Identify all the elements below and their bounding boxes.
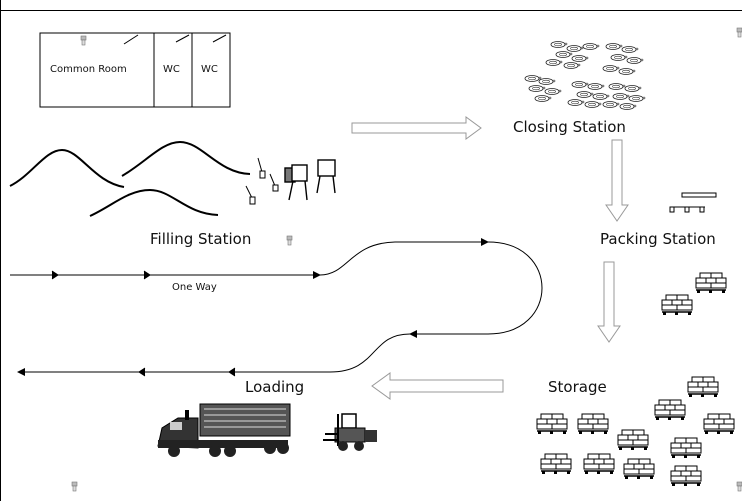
storage-label: Storage [548, 378, 607, 396]
flow-arrow-to-closing [351, 116, 482, 140]
shovels-icon [245, 157, 279, 205]
common-room-block [39, 32, 231, 108]
cans-icon [524, 41, 646, 110]
flow-arrow-to-packing [605, 139, 629, 222]
one-way-label: One Way [172, 282, 217, 293]
pallet-icon [695, 272, 727, 294]
wc-label: WC [163, 64, 180, 75]
light-bulb-icon [736, 481, 742, 492]
packing-station-label: Packing Station [600, 230, 716, 248]
closing-station-label: Closing Station [513, 118, 626, 136]
light-bulb-icon [736, 27, 742, 38]
common-room-label: Common Room [50, 64, 127, 75]
flow-arrow-to-loading [371, 372, 504, 400]
loading-label: Loading [245, 378, 305, 396]
wc-label: WC [201, 64, 218, 75]
packing-pallet-icon [669, 192, 717, 213]
light-bulb-icon [286, 235, 293, 246]
flow-arrow-to-storage [597, 261, 621, 343]
pallet-icon [661, 294, 693, 316]
filling-stand-icon [316, 159, 336, 194]
light-bulb-icon [80, 35, 87, 46]
filling-piles [9, 140, 251, 217]
light-bulb-icon [71, 481, 78, 492]
truck-icon [157, 403, 291, 457]
filling-station-label: Filling Station [150, 230, 252, 248]
one-way-route [10, 238, 543, 377]
filling-stand-icon [284, 164, 308, 201]
forklift-icon [323, 413, 377, 451]
